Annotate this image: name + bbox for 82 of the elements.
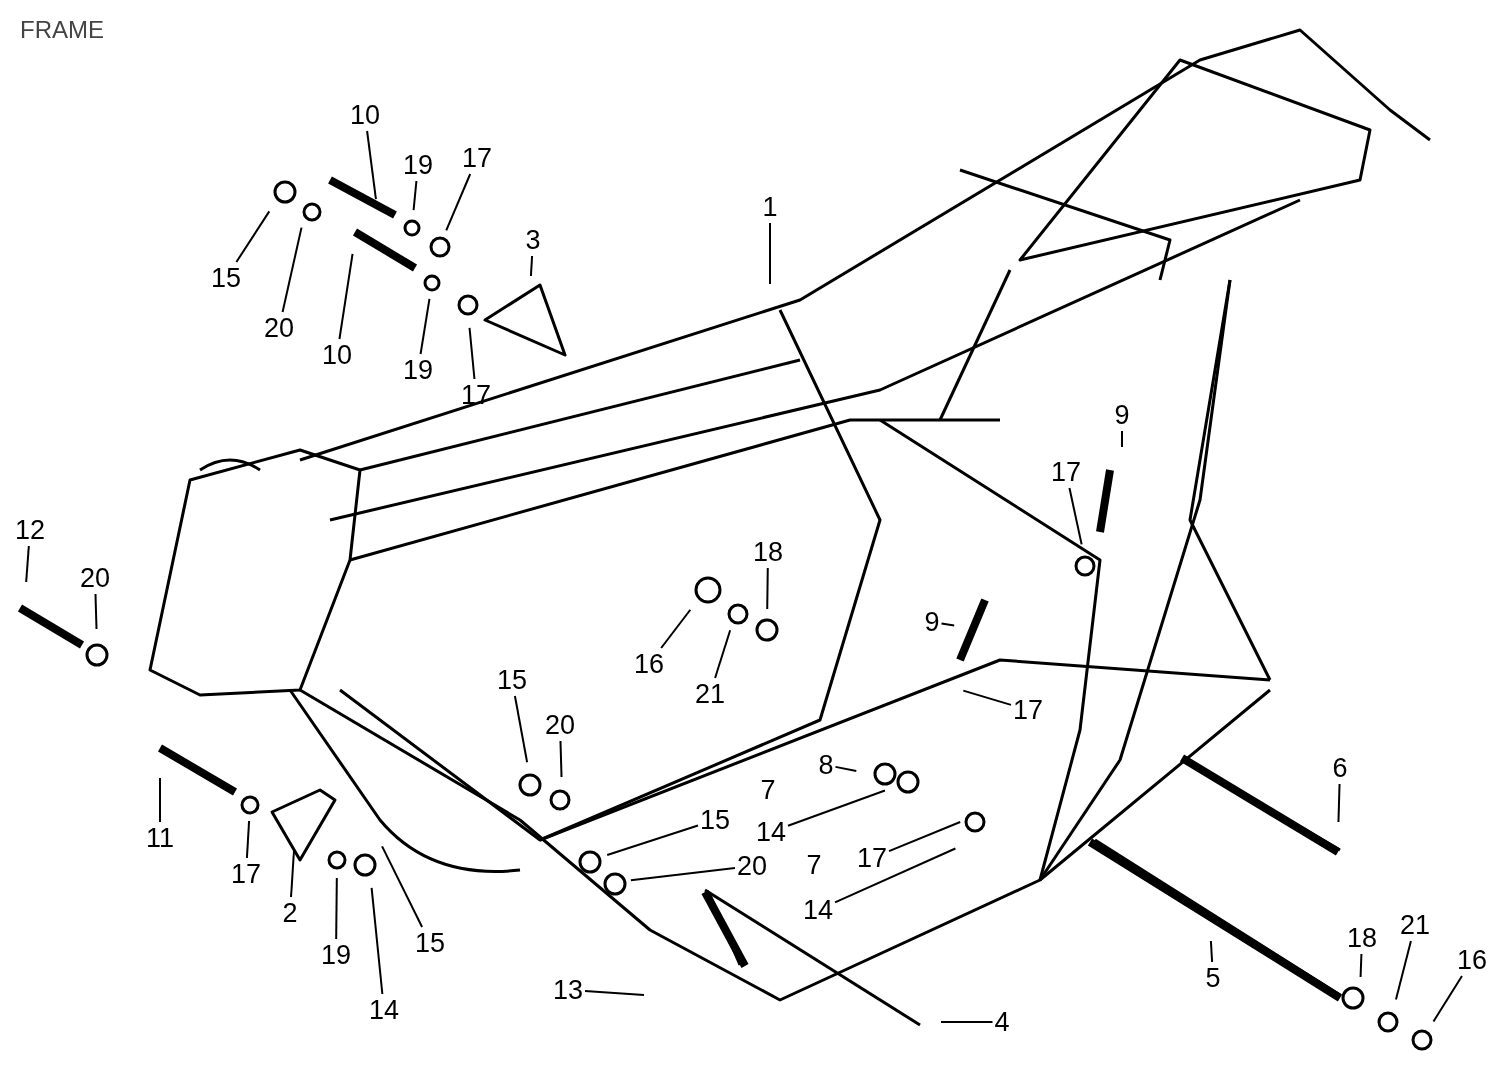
leader-line (1359, 953, 1363, 978)
callout-number: 5 (1205, 964, 1221, 992)
leader-line (468, 326, 476, 380)
callout-number: 1 (762, 193, 778, 221)
callout-number: 12 (15, 516, 45, 544)
leader-line (629, 867, 736, 882)
leader-line (381, 845, 424, 928)
leader-line (888, 821, 962, 853)
leader-line (25, 545, 30, 584)
callout-number: 13 (553, 976, 583, 1004)
leader-line (1394, 940, 1412, 1001)
leader-line (366, 130, 377, 201)
leader-line (787, 789, 886, 827)
leader-line (584, 990, 646, 996)
leader-line (281, 226, 303, 313)
callout-number: 14 (369, 996, 399, 1024)
callout-number: 20 (737, 852, 767, 880)
leader-line (834, 847, 957, 904)
leader-line (940, 1021, 994, 1023)
callout-number: 14 (756, 818, 786, 846)
callout-number: 17 (857, 844, 887, 872)
leader-line (235, 210, 271, 263)
leader-line (370, 886, 384, 995)
leader-line (962, 689, 1012, 706)
leader-line (529, 255, 534, 278)
callout-number: 17 (1051, 458, 1081, 486)
callout-number: 9 (1114, 401, 1130, 429)
callout-number: 15 (700, 806, 730, 834)
leader-line (290, 849, 295, 898)
callout-number: 20 (264, 314, 294, 342)
leader-line (419, 297, 431, 355)
callout-number: 15 (497, 666, 527, 694)
leader-line (606, 824, 699, 857)
callout-number: 11 (146, 824, 174, 852)
callout-number: 19 (403, 151, 433, 179)
leader-line (513, 695, 529, 764)
callout-number: 7 (806, 851, 822, 879)
callout-number: 10 (350, 101, 380, 129)
callout-number: 4 (994, 1008, 1010, 1036)
leader-line (834, 765, 858, 772)
callout-number: 15 (415, 929, 445, 957)
leader-line (94, 593, 98, 630)
leader-line (1068, 487, 1083, 546)
leader-line (159, 777, 161, 823)
callout-number: 20 (80, 564, 110, 592)
leader-line (1121, 430, 1123, 448)
leader-line (245, 819, 251, 859)
leader-line (1209, 939, 1214, 963)
leader-line (660, 608, 692, 649)
callout-number: 16 (1457, 946, 1487, 974)
callout-number: 18 (1347, 924, 1377, 952)
leader-line (766, 567, 769, 610)
callout-number: 17 (462, 144, 492, 172)
leader-line (769, 222, 771, 285)
callout-number: 20 (545, 711, 575, 739)
callout-number: 7 (760, 776, 776, 804)
leader-line (445, 173, 472, 232)
callout-number: 19 (403, 356, 433, 384)
callout-number: 8 (818, 751, 834, 779)
callout-number: 17 (1013, 696, 1043, 724)
callout-number: 3 (525, 226, 541, 254)
callout-number: 18 (753, 538, 783, 566)
diagram-title: FRAME (20, 16, 104, 44)
leader-line (940, 622, 956, 627)
callout-number: 16 (634, 650, 664, 678)
leader-line (559, 740, 563, 778)
callout-number: 14 (803, 896, 833, 924)
callout-number: 21 (695, 680, 725, 708)
callout-number: 15 (211, 264, 241, 292)
leader-line (335, 877, 338, 940)
callout-number: 10 (322, 341, 352, 369)
leader-line (1337, 783, 1341, 823)
callout-number: 2 (282, 899, 298, 927)
callout-number: 9 (924, 608, 940, 636)
leader-line (714, 629, 732, 679)
callout-number: 17 (231, 860, 261, 888)
leader-line (338, 252, 354, 340)
callout-number: 6 (1332, 754, 1348, 782)
callout-number: 19 (321, 941, 351, 969)
leader-line (412, 180, 418, 212)
callout-number: 21 (1400, 911, 1430, 939)
leader-line (1432, 975, 1463, 1023)
